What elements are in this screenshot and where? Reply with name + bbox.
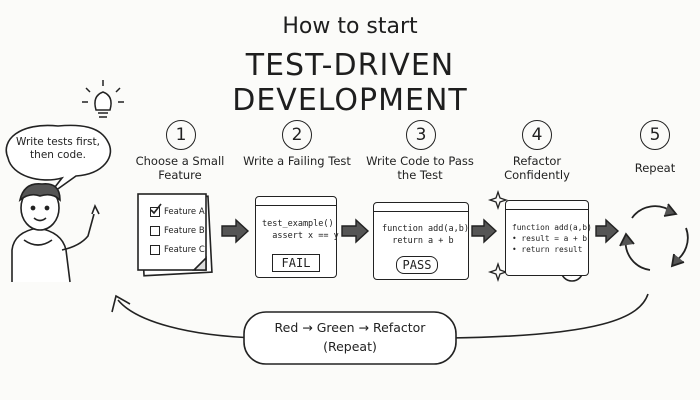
check-mark-icon <box>150 203 162 215</box>
title-line-1: How to start <box>282 14 418 39</box>
cycle-arrows-icon <box>619 203 689 271</box>
refactor-code-line-3: • return result <box>512 245 583 254</box>
sparkle-icons <box>487 189 509 283</box>
passing-code-window <box>373 202 469 280</box>
step-1-label: Choose a Small Feature <box>135 154 225 182</box>
lightbulb-icon <box>82 80 124 118</box>
step-3-number: 3 <box>406 120 436 150</box>
cycle-line-1: Red → Green → Refactor <box>274 320 426 335</box>
code-line-1: function add(a,b) <box>382 224 469 234</box>
cycle-text: Red → Green → Refactor (Repeat) <box>260 318 440 356</box>
cycle-line-2: (Repeat) <box>323 339 377 354</box>
cycle-pill <box>243 311 457 365</box>
title-line-2: TEST-DRIVEN DEVELOPMENT <box>232 48 468 118</box>
window-titlebar <box>256 197 336 206</box>
step-4-number: 4 <box>522 120 552 150</box>
refactor-code-line-2: • result = a + b <box>512 234 588 243</box>
test-code-line-1: test_example() <box>262 219 334 229</box>
window-titlebar <box>506 201 588 210</box>
feature-b-checkbox <box>150 226 160 236</box>
test-code-line-2: assert x == y <box>262 231 339 241</box>
feature-a-label: Feature A <box>164 207 205 217</box>
speech-bubble-text: Write tests first, then code. <box>16 136 100 161</box>
step-5-label: Repeat <box>634 161 676 175</box>
person-figure <box>11 183 100 283</box>
loop-back-arrow <box>111 293 649 339</box>
pass-badge: PASS <box>396 256 438 274</box>
feature-c-label: Feature C <box>164 245 205 255</box>
step-4-label: Refactor Confidently <box>504 154 570 182</box>
step-2-label: Write a Failing Test <box>243 154 351 168</box>
failing-test-window <box>255 196 337 278</box>
fail-badge: FAIL <box>272 254 320 272</box>
step-2-number: 2 <box>282 120 312 150</box>
step-3-label: Write Code to Pass the Test <box>366 154 474 182</box>
step-arrows <box>221 218 620 244</box>
speech-bubble <box>5 124 112 197</box>
refactor-code-line-1: function add(a,b) <box>512 223 592 232</box>
feature-b-label: Feature B <box>164 226 205 236</box>
refactor-window <box>505 200 589 276</box>
feature-c-checkbox <box>150 245 160 255</box>
window-titlebar <box>374 203 468 212</box>
step-5-number: 5 <box>640 120 670 150</box>
code-line-2: return a + b <box>382 236 454 246</box>
step-1-number: 1 <box>166 120 196 150</box>
